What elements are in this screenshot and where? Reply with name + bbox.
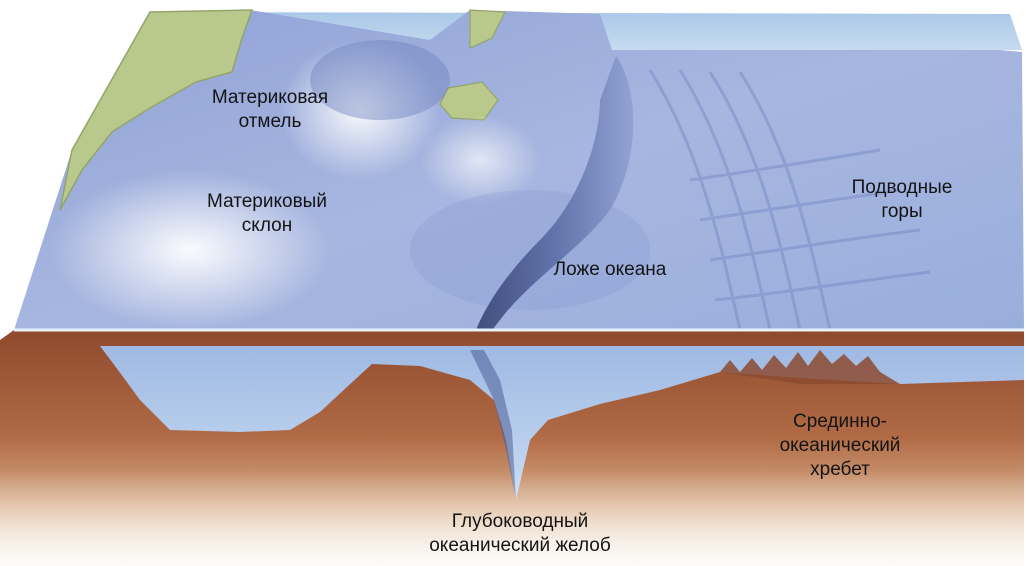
- label-continental-shelf: Материковая отмель: [170, 86, 370, 134]
- label-ocean-floor: Ложе океана: [530, 258, 690, 282]
- basin-shade: [410, 190, 650, 310]
- label-seamounts: Подводные горы: [832, 176, 972, 224]
- label-deep-trench: Глубоководный океанический желоб: [380, 510, 660, 558]
- label-continental-slope: Материковый склон: [162, 190, 372, 238]
- label-mid-ocean-ridge: Срединно- океанический хребет: [740, 410, 940, 482]
